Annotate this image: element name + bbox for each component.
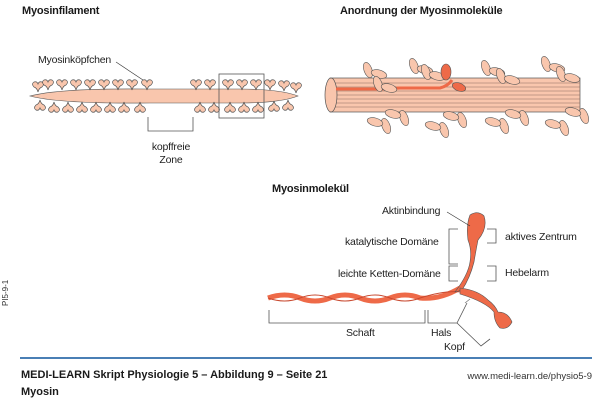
label-headless-zone-2: Zone: [159, 154, 183, 166]
myosin-arrangement: [324, 54, 591, 140]
footer-url[interactable]: www.medi-learn.de/physio5-9: [467, 371, 592, 382]
label-head: Kopf: [444, 341, 465, 353]
arrangement-title: Anordnung der Myosinmoleküle: [340, 5, 503, 17]
neck-bracket: [427, 302, 468, 324]
lever-arm-bracket: [487, 265, 497, 282]
label-light-chain-domain: leichte Ketten-Domäne: [338, 268, 441, 280]
light-chain-bracket: [448, 265, 458, 282]
head-bracket: [456, 322, 491, 347]
myosin-filament: [28, 61, 302, 132]
label-headless-zone-1: kopffreie: [151, 141, 191, 153]
footer-caption: MEDI-LEARN Skript Physiologie 5 – Abbild…: [21, 369, 328, 381]
label-lever-arm: Hebelarm: [505, 267, 549, 279]
lower-head: [459, 287, 513, 329]
label-actin-binding: Aktinbindung: [382, 205, 441, 217]
label-active-center: aktives Zentrum: [505, 231, 577, 243]
label-catalytic-domain: katalytische Domäne: [345, 236, 439, 248]
footer-subtitle: Myosin: [21, 386, 59, 398]
magnification-box: [218, 73, 265, 119]
figure-code: PI5-9-1: [1, 279, 10, 306]
catalytic-bracket: [448, 228, 458, 265]
footer-rule: [20, 357, 592, 359]
heads-pointer: [115, 61, 144, 81]
zone-bracket: [147, 117, 194, 132]
active-center-bracket: [487, 228, 497, 244]
filament-title: Myosinfilament: [22, 5, 100, 17]
label-myosin-heads: Myosinköpfchen: [38, 54, 112, 66]
myosin-molecule: [267, 211, 513, 347]
highlighted-myosin-head: [440, 63, 467, 92]
upper-head: [454, 212, 486, 293]
label-neck: Hals: [431, 327, 452, 339]
label-shaft: Schaft: [346, 327, 375, 339]
shaft-bracket: [268, 310, 426, 324]
actin-binding-pointer: [446, 211, 471, 227]
molecule-title: Myosinmolekül: [272, 183, 349, 195]
